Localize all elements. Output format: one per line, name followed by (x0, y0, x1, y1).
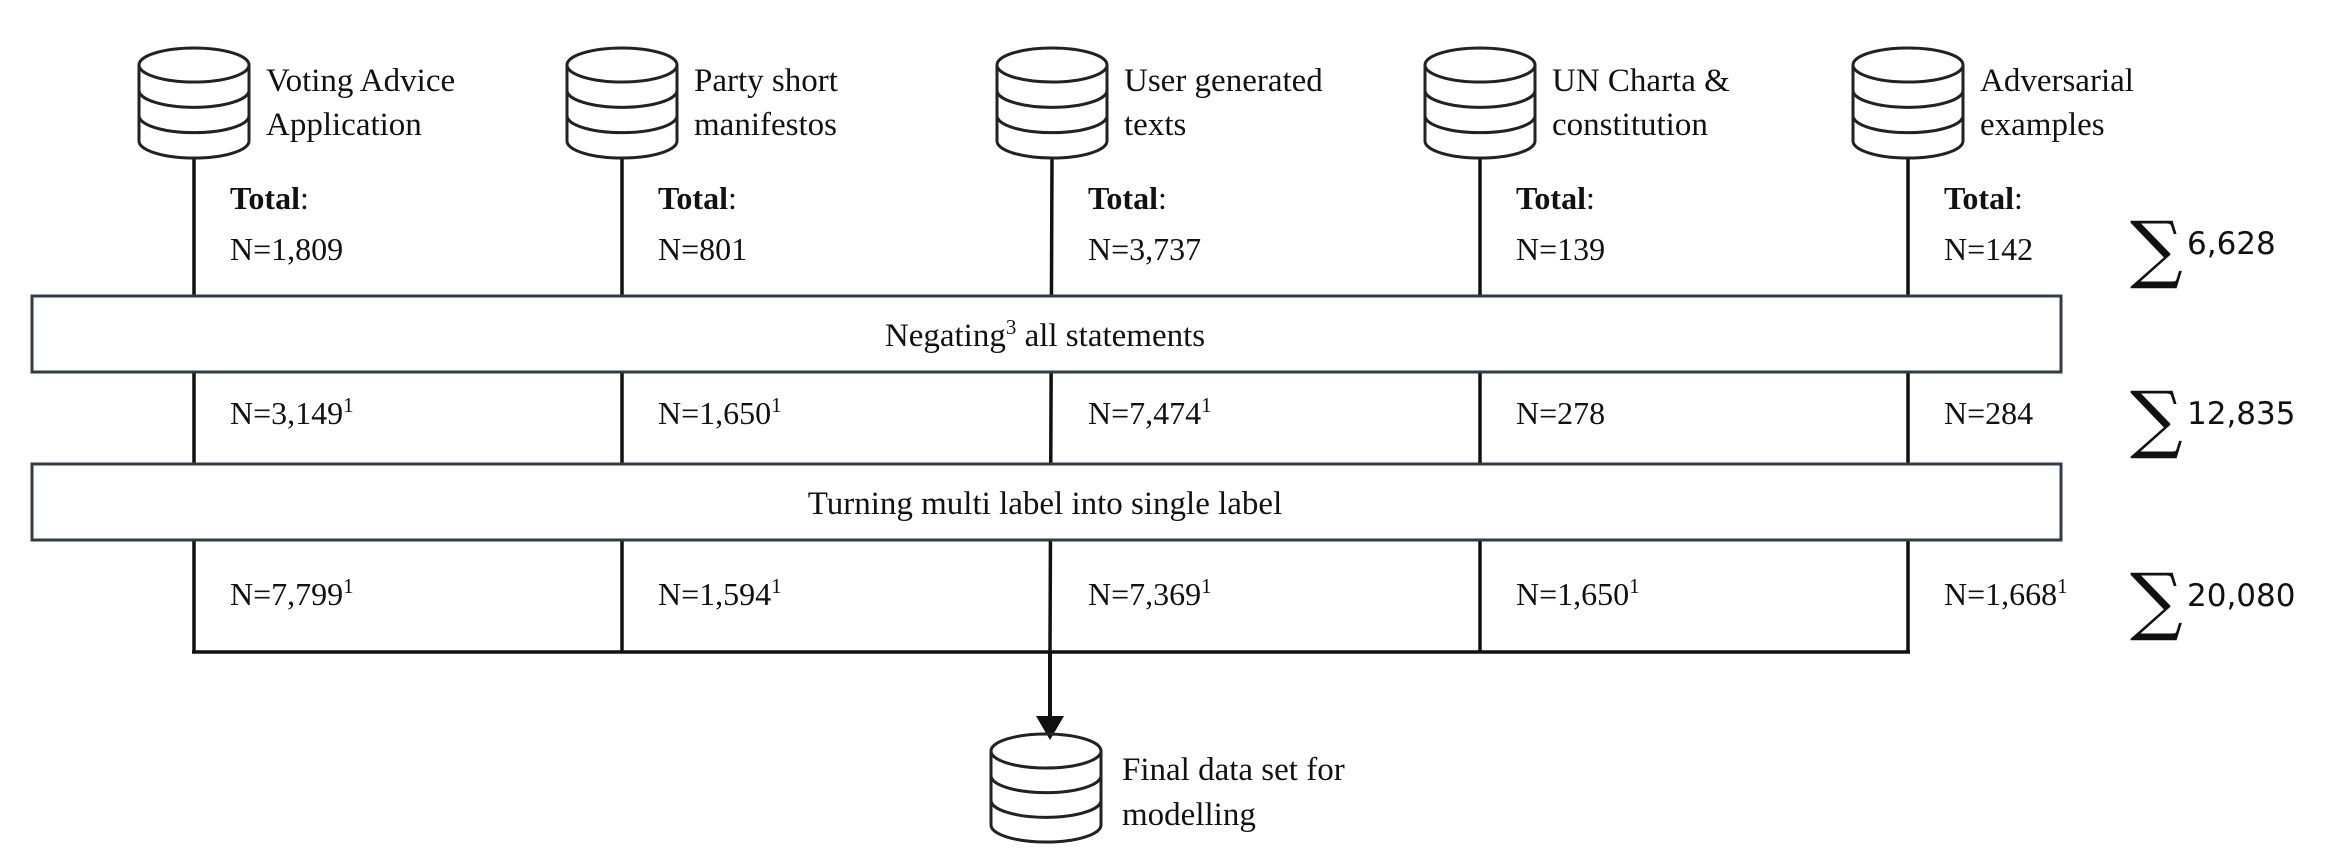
database-icon (1423, 46, 1537, 160)
sum-value: 12,835 (2187, 396, 2295, 432)
count-after-single-label: N=7,7991 (230, 574, 354, 612)
source-label-line2: constitution (1552, 107, 1708, 143)
total-count: N=1,809 (230, 231, 343, 267)
source-label-line1: Voting Advice (266, 63, 455, 99)
total-label: Total: (1516, 180, 1595, 216)
source-label-line2: texts (1124, 107, 1186, 143)
final-dataset-label-line1: Final data set for (1122, 752, 1345, 788)
sum-total: ∑20,080 (2130, 558, 2295, 644)
step-box-negating: Negating3 all statements (30, 294, 2063, 374)
final-dataset: Final data set for modelling (989, 732, 1345, 844)
database-icon (137, 46, 251, 160)
source-label-line2: examples (1980, 107, 2105, 143)
total-count: N=142 (1944, 231, 2033, 267)
sources-group: Voting AdviceApplicationTotal:N=1,809N=3… (137, 46, 2134, 612)
step-label-single-label: Turning multi label into single label (808, 486, 1283, 522)
final-arrow-head (1036, 716, 1064, 740)
count-after-single-label: N=1,5941 (658, 574, 782, 612)
step-label-negating: Negating3 all statements (885, 315, 1205, 354)
count-after-single-label: N=1,6501 (1516, 574, 1640, 612)
count-after-single-label: N=1,6681 (1944, 574, 2068, 612)
count-after-negation: N=7,4741 (1088, 393, 1212, 431)
source-label-line1: Party short (694, 63, 838, 99)
total-count: N=801 (658, 231, 747, 267)
step-box-single-label: Turning multi label into single label (30, 462, 2063, 542)
sigma-icon: ∑ (2130, 376, 2183, 462)
count-after-negation: N=3,1491 (230, 393, 354, 431)
sum-value: 20,080 (2187, 578, 2295, 614)
connector-line-user (1048, 157, 1054, 653)
sums-group: ∑6,628∑12,835∑20,080 (2130, 206, 2295, 644)
final-dataset-label-line2: modelling (1122, 797, 1256, 833)
database-icon (995, 46, 1109, 160)
sum-total: ∑12,835 (2130, 376, 2295, 462)
total-label: Total: (230, 180, 309, 216)
count-after-single-label: N=7,3691 (1088, 574, 1212, 612)
total-label: Total: (658, 180, 737, 216)
source-connector-lines (192, 157, 1910, 654)
source-label-line1: User generated (1124, 63, 1323, 99)
total-count: N=139 (1516, 231, 1605, 267)
total-label: Total: (1944, 180, 2023, 216)
sum-total: ∑6,628 (2130, 206, 2276, 292)
sum-value: 6,628 (2187, 226, 2276, 262)
total-count: N=3,737 (1088, 231, 1201, 267)
source-label-line2: manifestos (694, 107, 837, 143)
database-icon (1851, 46, 1965, 160)
count-after-negation: N=1,6501 (658, 393, 782, 431)
count-after-negation: N=278 (1516, 395, 1605, 431)
sigma-icon: ∑ (2130, 206, 2183, 292)
sigma-icon: ∑ (2130, 558, 2183, 644)
database-icon (989, 732, 1103, 844)
total-label: Total: (1088, 180, 1167, 216)
source-label-line2: Application (266, 107, 422, 143)
database-icon (565, 46, 679, 160)
source-label-line1: Adversarial (1980, 63, 2134, 99)
count-after-negation: N=284 (1944, 395, 2033, 431)
source-label-line1: UN Charta & (1552, 63, 1730, 99)
